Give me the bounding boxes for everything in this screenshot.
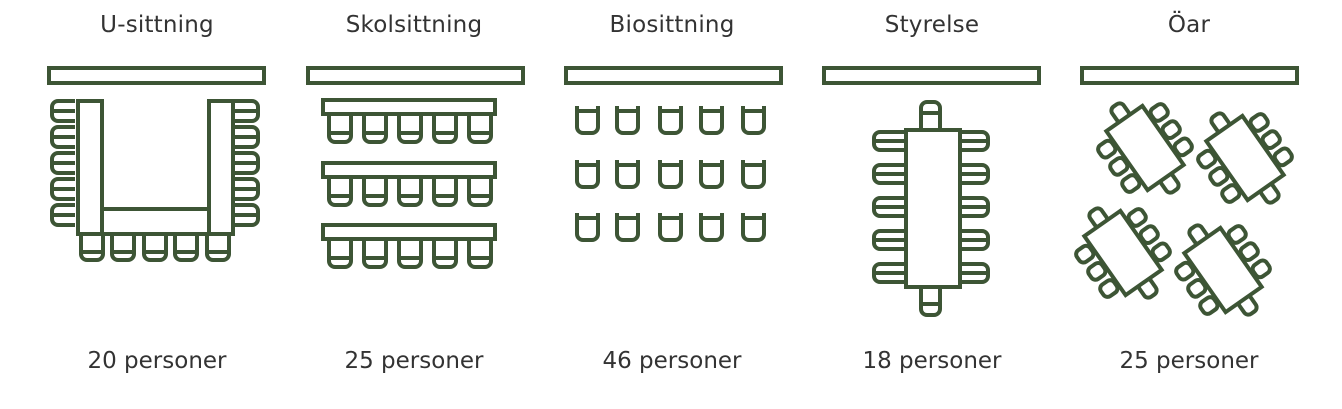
row-2	[323, 163, 495, 205]
island-4	[1158, 202, 1288, 338]
board-table	[906, 130, 960, 287]
biosittning-diagram	[542, 0, 802, 409]
island-3	[1058, 185, 1188, 321]
seat-row-2	[577, 160, 764, 187]
layout-capacity: 20 personer	[87, 348, 227, 374]
chairs-left	[52, 101, 75, 225]
styrelse-diagram	[802, 0, 1062, 409]
row-1	[323, 100, 495, 142]
u-sittning-diagram	[27, 0, 287, 409]
chair-top	[921, 102, 940, 130]
screen	[824, 68, 1039, 83]
layout-capacity: 18 personer	[862, 348, 1002, 374]
seat-row-1	[577, 106, 764, 133]
layout-capacity: 46 personer	[602, 348, 742, 374]
layout-title: Öar	[1167, 12, 1211, 38]
island-1	[1080, 80, 1210, 216]
chair-bottom	[921, 287, 940, 315]
chairs-left	[874, 132, 906, 282]
row-3	[323, 225, 495, 267]
layout-styrelse: Styrelse	[802, 0, 1062, 409]
screen	[308, 68, 523, 83]
screen	[1082, 68, 1297, 83]
layout-title: Skolsittning	[345, 12, 483, 38]
island-2	[1180, 90, 1310, 226]
layout-title: Biosittning	[609, 12, 735, 38]
layout-u-sittning: U-sittning	[27, 0, 287, 409]
layout-capacity: 25 personer	[344, 348, 484, 374]
layout-skolsittning: Skolsittning	[284, 0, 544, 409]
chairs-right	[960, 132, 988, 282]
chairs-bottom	[81, 236, 229, 260]
layout-oar: Öar	[1058, 0, 1319, 409]
oar-diagram	[1058, 0, 1310, 338]
layout-title: Styrelse	[884, 12, 980, 38]
skolsittning-diagram	[284, 0, 544, 409]
screen	[49, 68, 264, 83]
layout-biosittning: Biosittning	[542, 0, 802, 409]
layout-title: U-sittning	[100, 12, 214, 38]
chairs-right	[235, 101, 258, 225]
u-table	[78, 101, 233, 234]
seat-row-3	[577, 213, 764, 240]
screen	[566, 68, 781, 83]
layout-capacity: 25 personer	[1119, 348, 1259, 374]
